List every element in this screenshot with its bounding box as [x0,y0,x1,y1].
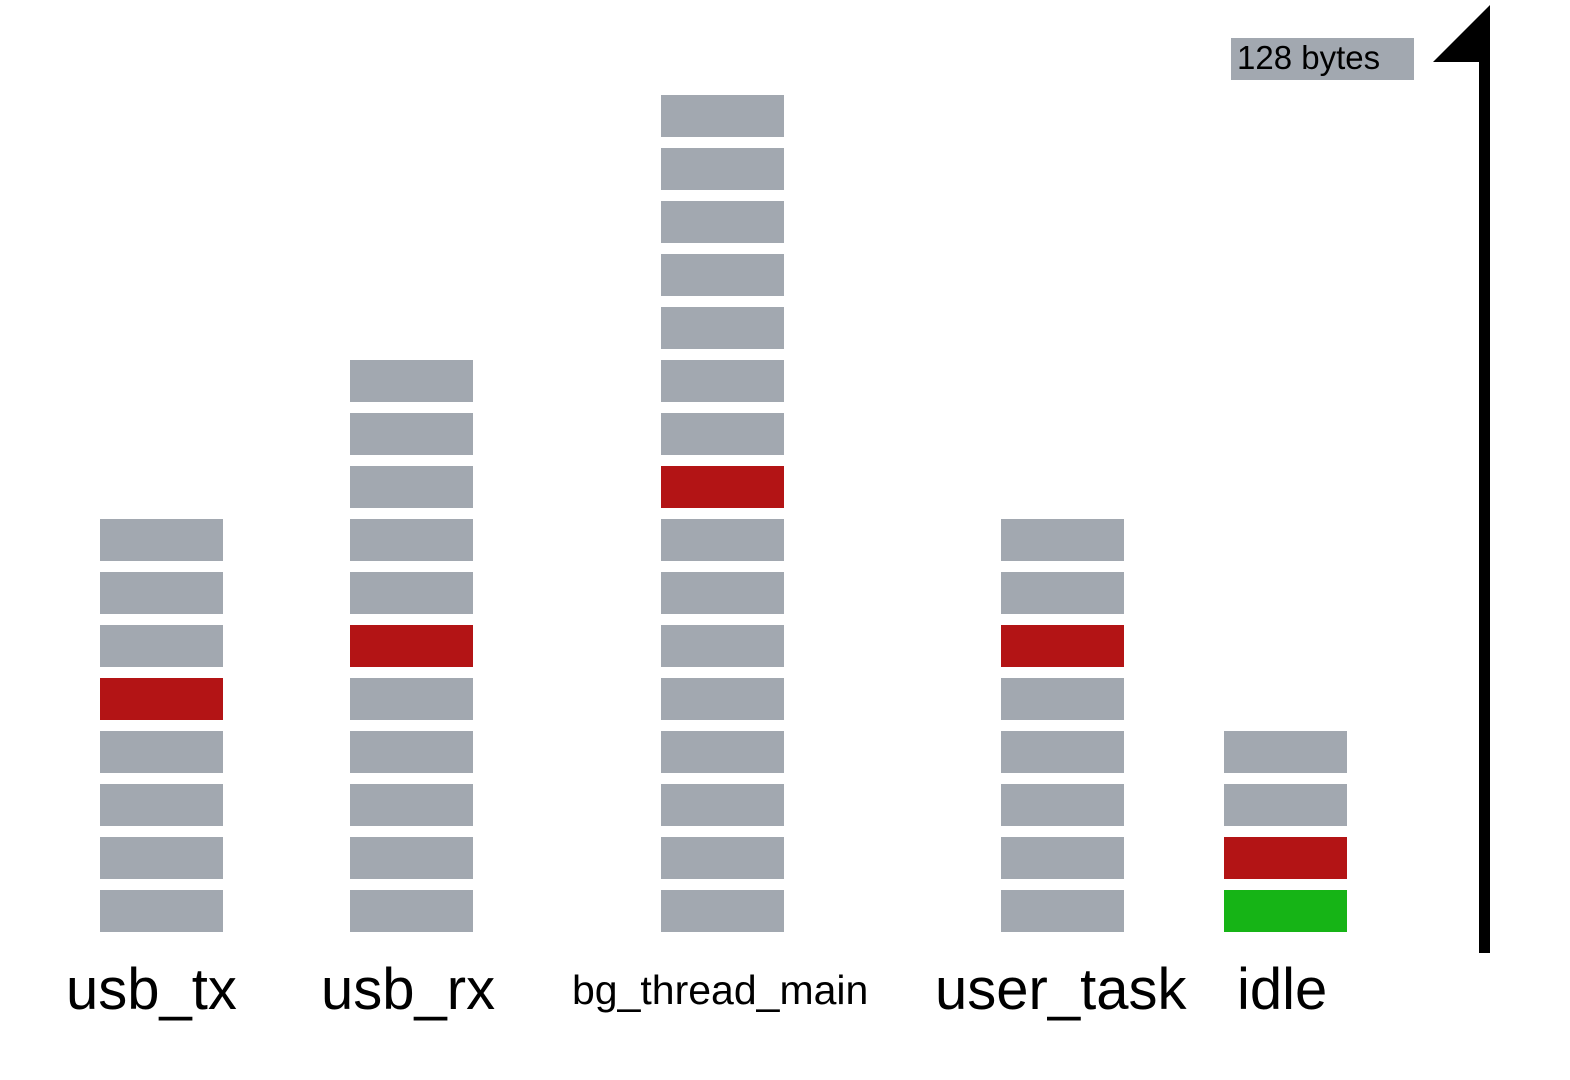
stack-block [350,837,473,879]
stack-block [100,784,223,826]
up-arrow-icon [1433,5,1490,953]
stack-block [661,254,784,296]
stack-block [350,519,473,561]
stack-block [661,519,784,561]
task-label-idle: idle [1237,957,1328,1022]
stack-usb_rx [350,0,473,940]
stack-user_task [1001,0,1124,940]
stack-block [350,678,473,720]
stack-block-highlighted [1001,625,1124,667]
stack-block [661,731,784,773]
task-label-user_task: user_task [935,957,1187,1022]
stack-block [350,890,473,932]
stack-block [100,519,223,561]
stack-block [661,148,784,190]
legend-unit-box: 128 bytes [1231,38,1414,80]
stack-block [1001,678,1124,720]
stack-block [1001,837,1124,879]
stack-block [661,784,784,826]
stack-block [100,890,223,932]
stack-block-highlighted [661,466,784,508]
stack-block [350,360,473,402]
stack-bg_thread_main [661,0,784,940]
stack-block [350,731,473,773]
stack-block-highlighted [350,625,473,667]
stack-block [1001,731,1124,773]
stack-block [350,572,473,614]
stack-block [100,731,223,773]
stack-block [1001,572,1124,614]
stack-block [100,572,223,614]
stack-block [1001,890,1124,932]
stack-block [1224,784,1347,826]
stack-block-free [1224,890,1347,932]
stack-block-highlighted [1224,837,1347,879]
stack-block [661,413,784,455]
axis-shaft [1479,58,1490,953]
axis-arrowhead [1433,5,1490,62]
stack-block [350,466,473,508]
stack-block [661,360,784,402]
stack-block [100,837,223,879]
stack-block [350,413,473,455]
stack-block [661,625,784,667]
stack-block [661,678,784,720]
stack-block [661,837,784,879]
stack-block [1224,731,1347,773]
stack-block [100,625,223,667]
task-label-usb_rx: usb_rx [321,957,496,1022]
stack-idle [1224,0,1347,940]
stack-block [661,307,784,349]
stack-block [350,784,473,826]
stack-block [661,95,784,137]
task-label-bg_thread_main: bg_thread_main [572,967,869,1013]
task-label-usb_tx: usb_tx [66,957,237,1022]
stack-usb_tx [100,0,223,940]
stack-block [661,890,784,932]
stack-block [661,201,784,243]
stack-block [1001,519,1124,561]
stack-block [661,572,784,614]
stack-block [1001,784,1124,826]
stack-block-highlighted [100,678,223,720]
